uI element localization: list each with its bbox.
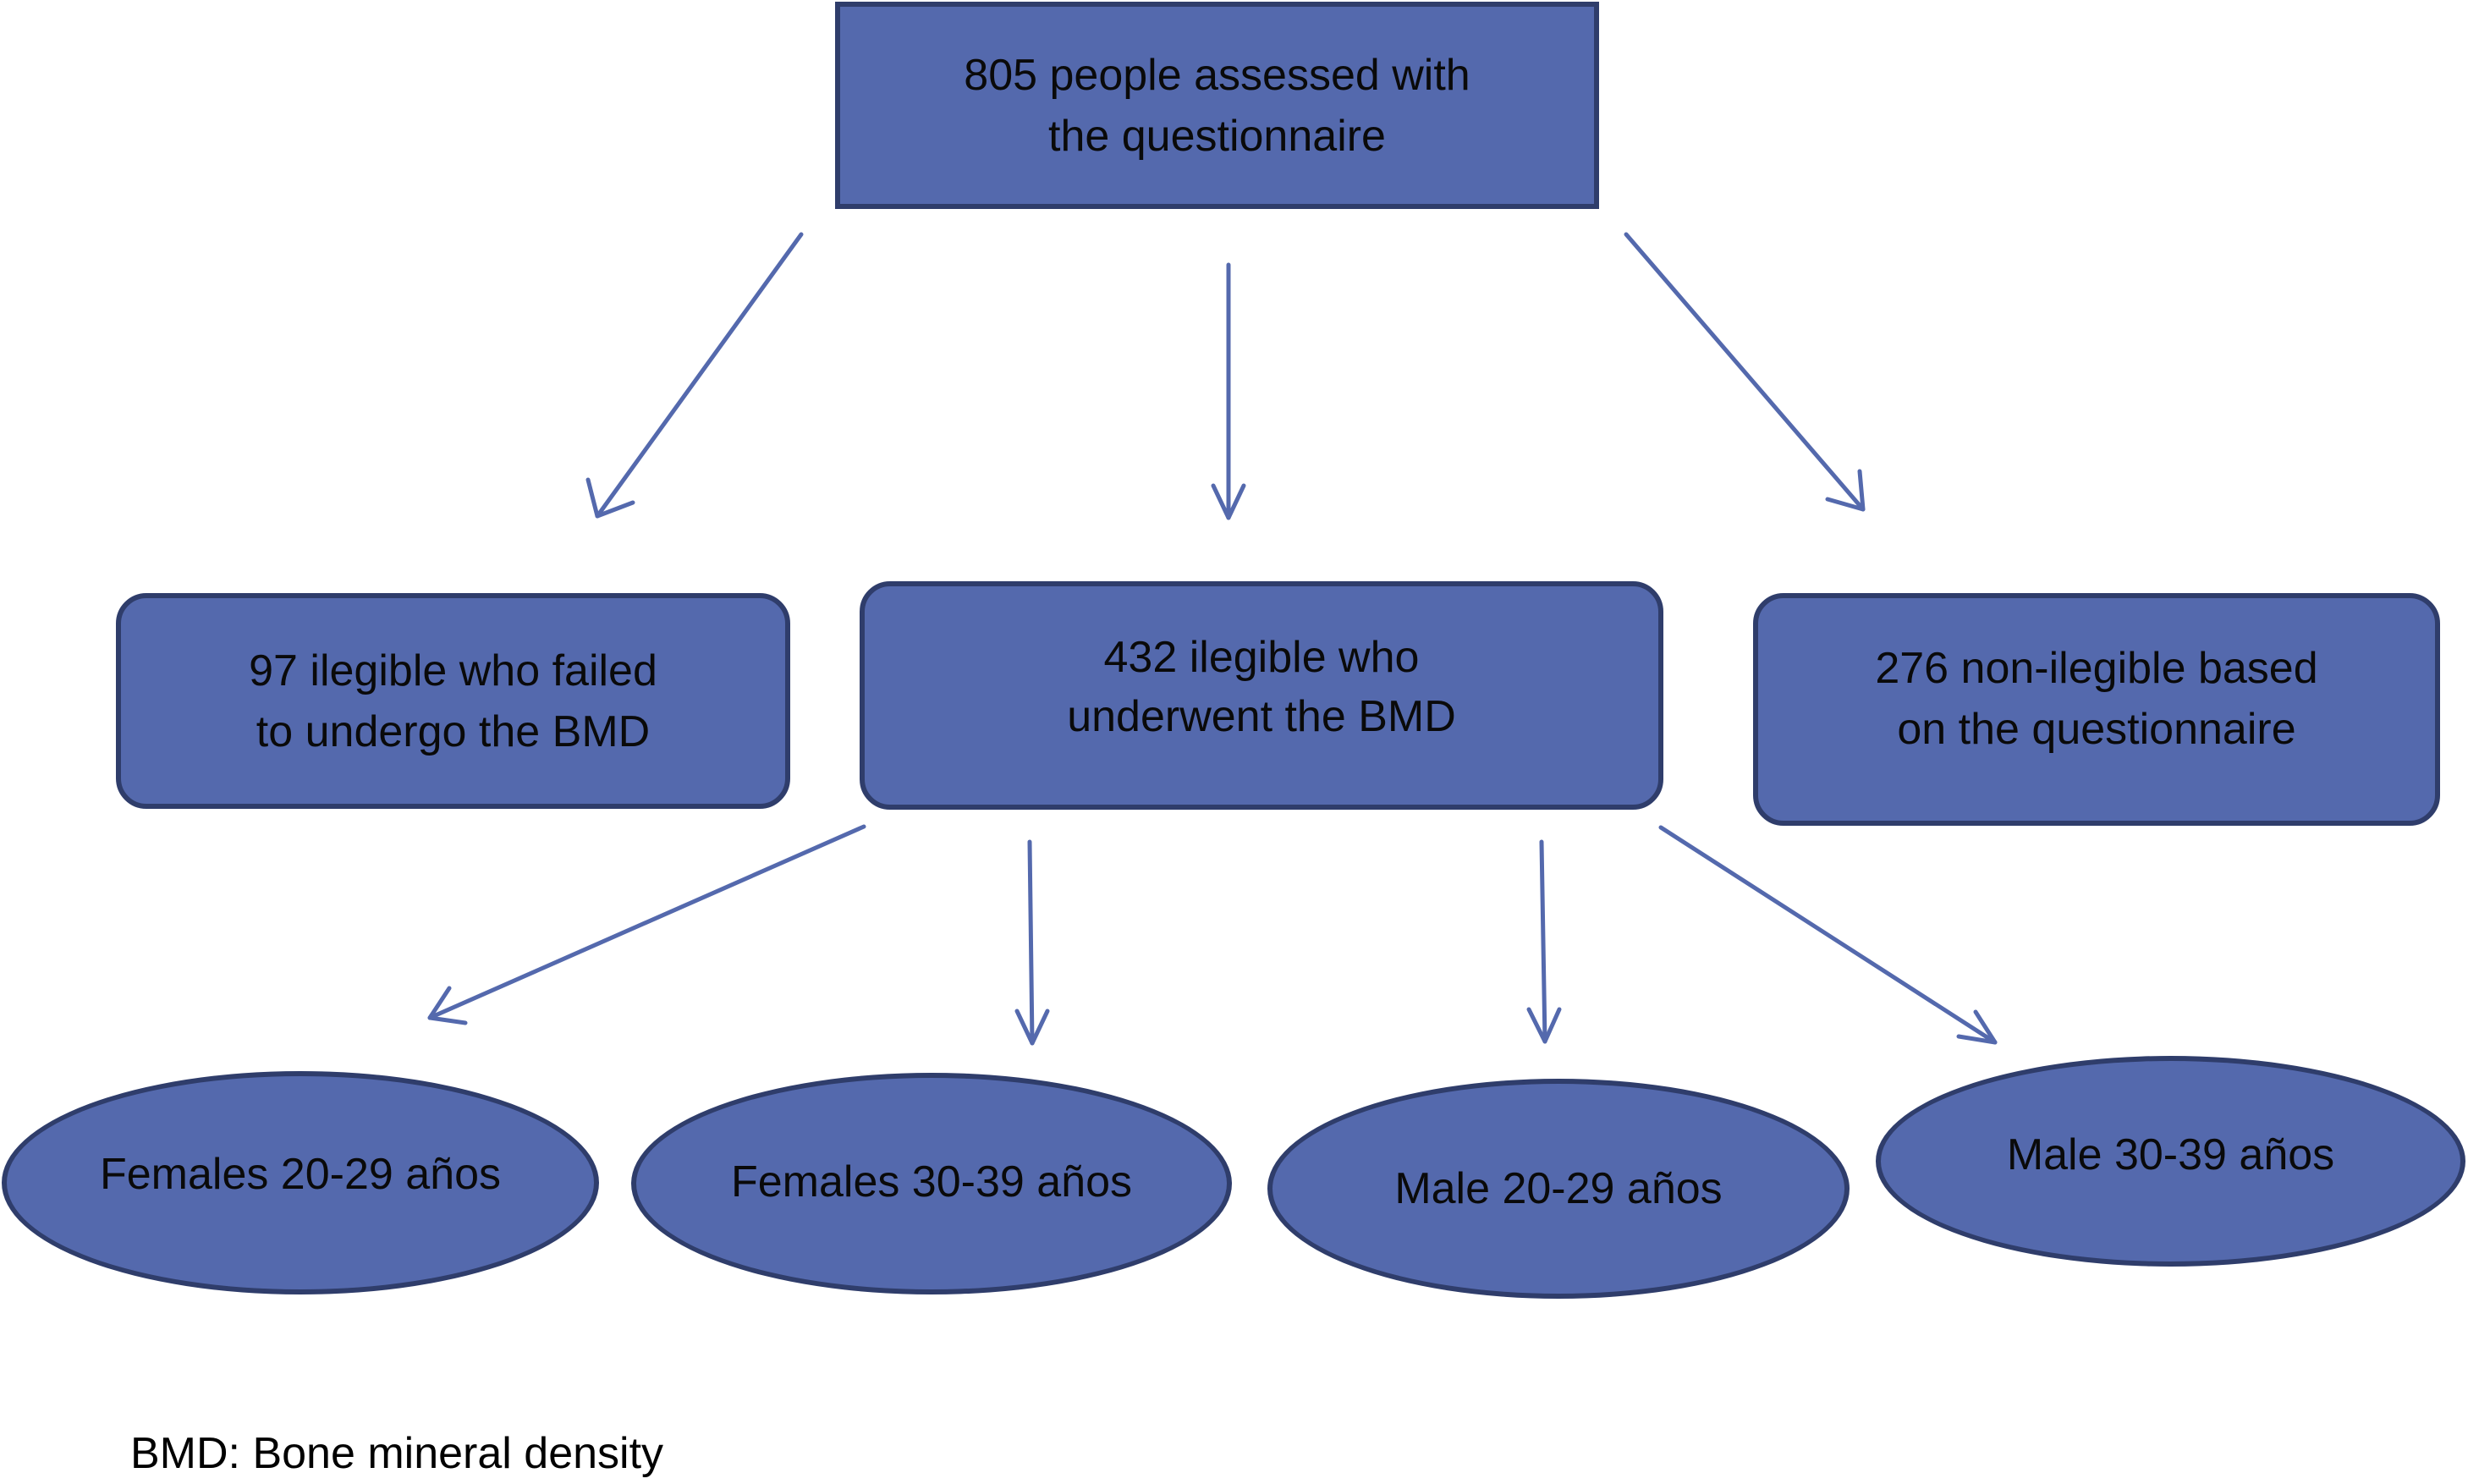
- arrow-root-to-underwent: [1211, 262, 1246, 520]
- arrow-underwent-to-females-20-29: [427, 824, 866, 1025]
- failed-bmd-node-line1: 97 ilegible who failed: [249, 646, 657, 695]
- group-females-20-29-label: Females 20-29 años: [99, 1150, 502, 1199]
- group-females-30-39-label: Females 30-39 años: [730, 1157, 1133, 1206]
- group-females-20-29: Females 20-29 años: [2, 1071, 599, 1294]
- arrow-underwent-to-male-20-29: [1526, 839, 1562, 1044]
- group-male-20-29: Male 20-29 años: [1267, 1079, 1850, 1299]
- underwent-bmd-node-line1: 432 ilegible who: [1103, 633, 1420, 682]
- root-node-line1: 805 people assessed with: [964, 50, 1470, 100]
- underwent-bmd-node: 432 ilegible who underwent the BMD: [860, 581, 1663, 810]
- underwent-bmd-node-line2: underwent the BMD: [1067, 692, 1456, 741]
- non-eligible-node: 276 non-ilegible based on the questionna…: [1753, 593, 2440, 826]
- arrow-underwent-to-male-30-39: [1658, 825, 1998, 1045]
- group-male-30-39: Male 30-39 años: [1876, 1056, 2465, 1267]
- arrow-underwent-to-females-30-39: [1014, 839, 1050, 1046]
- group-male-20-29-label: Male 20-29 años: [1394, 1164, 1723, 1213]
- failed-bmd-node-line2: to undergo the BMD: [256, 706, 651, 756]
- root-node-line2: the questionnaire: [1048, 111, 1386, 161]
- failed-bmd-node: 97 ilegible who failed to undergo the BM…: [116, 593, 790, 809]
- root-node: 805 people assessed with the questionnai…: [835, 2, 1599, 209]
- non-eligible-node-line2: on the questionnaire: [1897, 705, 2296, 754]
- non-eligible-node-line1: 276 non-ilegible based: [1875, 644, 2318, 693]
- group-females-30-39: Females 30-39 años: [631, 1073, 1232, 1294]
- footnote: BMD: Bone mineral density: [130, 1429, 664, 1478]
- arrow-root-to-failed: [585, 232, 804, 519]
- group-male-30-39-label: Male 30-39 años: [2006, 1130, 2335, 1179]
- arrow-root-to-noneligible: [1624, 232, 1866, 512]
